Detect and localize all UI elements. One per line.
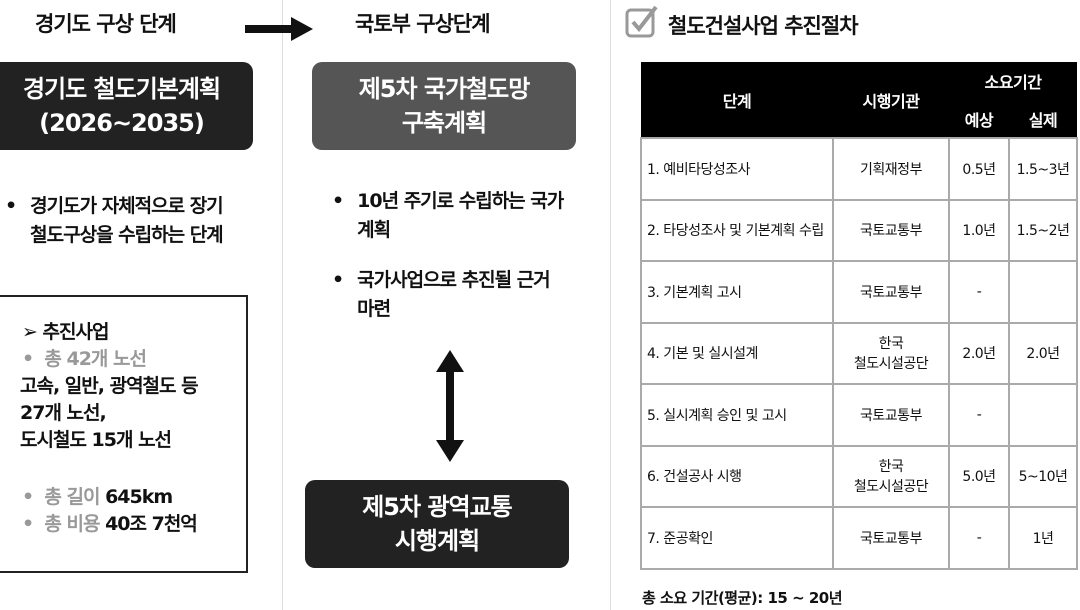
projects-heading: 추진사업 [42,321,110,343]
arrow-bullet-icon: ➢ [22,321,43,343]
total-duration-note: 총 소요 기간(평균): 15 ~ 20년 [642,589,843,607]
header-stage: 단계 [641,62,833,138]
cell-agency: 국토교통부 [832,506,950,570]
routes-detail: 도시철도 15개 노선 [20,429,172,451]
cell-agency: 국토교통부 [832,260,950,324]
routes-label: 총 42개 노선 [44,348,147,370]
cell-stage: 4. 기본 및 실시설계 [640,321,834,385]
bullet-text: 철도구상을 수립하는 단계 [30,224,224,246]
left-title: 경기도 구상 단계 [35,12,177,36]
cell-expected: - [948,383,1010,447]
box-line: 제5차 국가철도망 [358,75,531,103]
bullet-text: 국가사업으로 추진될 근거 [357,269,551,291]
cell-actual: 1.5~3년 [1008,137,1078,201]
cell-actual: 5~10년 [1008,444,1078,508]
cell-stage: 3. 기본계획 고시 [640,260,834,324]
cost-label: 총 비용 [44,513,100,535]
routes-detail: 고속, 일반, 광역철도 등 [20,375,199,397]
cell-agency: 기획재정부 [832,137,950,201]
projects-box: ➢ 추진사업 • 총 42개 노선 고속, 일반, 광역철도 등 27개 노선,… [0,295,248,573]
cell-expected: 0.5년 [948,137,1010,201]
box-line: 시행계획 [394,527,480,555]
header-expected: 예상 [949,100,1009,138]
double-arrow-icon [436,350,464,462]
cell-actual [1008,260,1078,324]
header-actual: 실제 [1009,100,1077,138]
cell-agency: 국토교통부 [832,383,950,447]
cell-agency: 한국 철도시설공단 [832,321,950,385]
divider [282,0,283,610]
arrow-right-icon [245,17,313,41]
cell-expected: 5.0년 [948,444,1010,508]
bullet-text: 계획 [357,219,391,241]
cell-expected: - [948,506,1010,570]
box-line: 제5차 광역교통 [362,493,513,521]
box-line: (2026~2035) [39,109,205,137]
middle-title: 국토부 구상단계 [355,12,491,36]
cell-agency: 한국 철도시설공단 [832,444,950,508]
bullet-text: 10년 주기로 수립하는 국가 [357,190,564,212]
header-duration: 소요기간 [949,62,1077,100]
bullet-text: 경기도가 자체적으로 장기 [30,195,224,217]
cell-actual: 1.5~2년 [1008,198,1078,262]
cell-expected: - [948,260,1010,324]
cell-stage: 1. 예비타당성조사 [640,137,834,201]
cell-agency: 국토교통부 [832,198,950,262]
cell-stage: 6. 건설공사 시행 [640,444,834,508]
bullet-text: 마련 [357,298,391,320]
length-label: 총 길이 [44,486,100,508]
cell-expected: 1.0년 [948,198,1010,262]
divider [610,0,611,610]
routes-detail: 27개 노선, [20,402,107,424]
right-title: 철도건설사업 추진절차 [668,14,859,38]
gyeonggi-plan-box: 경기도 철도기본계획 (2026~2035) [0,62,253,150]
box-line: 구축계획 [401,109,487,137]
cell-stage: 7. 준공확인 [640,506,834,570]
cell-expected: 2.0년 [948,321,1010,385]
checkbox-icon [625,5,658,38]
cell-actual [1008,383,1078,447]
cell-stage: 5. 실시계획 승인 및 고시 [640,383,834,447]
cell-actual: 2.0년 [1008,321,1078,385]
cell-stage: 2. 타당성조사 및 기본계획 수립 [640,198,834,262]
cell-actual: 1년 [1008,506,1078,570]
header-agency: 시행기관 [833,62,949,138]
length-value: 645km [105,486,173,508]
cost-value: 40조 7천억 [105,513,198,535]
box-line: 경기도 철도기본계획 [22,75,221,103]
